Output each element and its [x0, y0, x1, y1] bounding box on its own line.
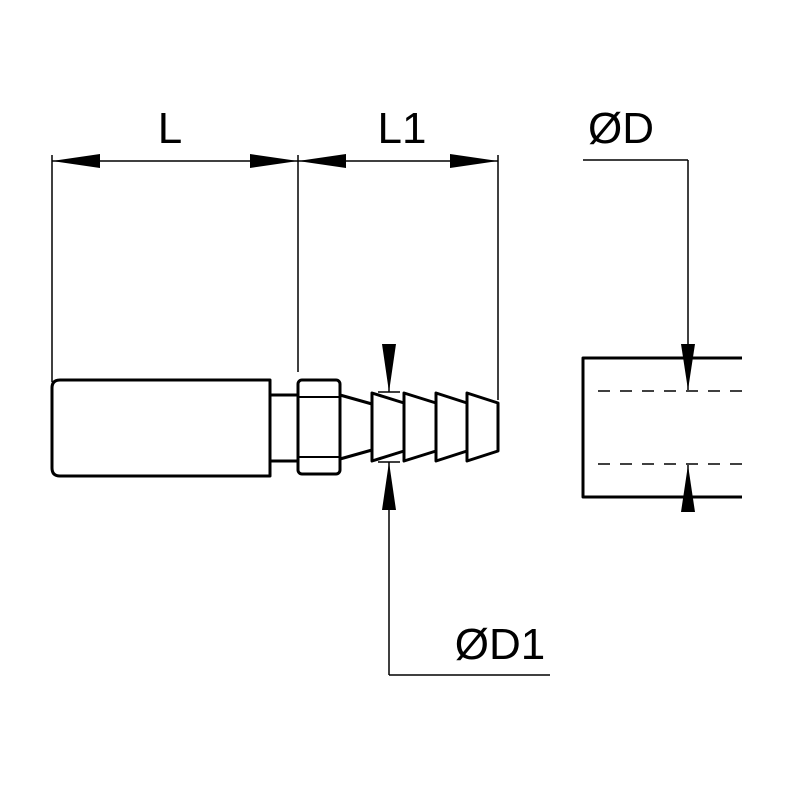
barb-3 — [434, 391, 469, 463]
fitting-body — [50, 378, 272, 478]
fitting-neck — [268, 393, 300, 463]
label-d: ØD — [588, 104, 654, 153]
fitting-cone — [338, 393, 374, 461]
barb-2 — [402, 391, 438, 463]
arrowhead-l-left — [52, 154, 100, 168]
hose-barb-fitting — [50, 378, 500, 478]
dimension-d: ØD — [583, 104, 695, 512]
arrowhead-l-right — [250, 154, 298, 168]
label-d1: ØD1 — [455, 620, 545, 669]
arrowhead-d-top — [681, 344, 695, 390]
label-l1: L1 — [378, 104, 427, 153]
barb-4 — [465, 391, 500, 463]
barb-1 — [370, 391, 406, 463]
arrowhead-d-bottom — [681, 465, 695, 512]
fitting-collar — [296, 378, 342, 476]
dimension-d1: ØD1 — [378, 344, 550, 676]
arrowhead-d1-top — [382, 344, 396, 392]
dimension-l1: L1 — [298, 104, 499, 400]
label-l: L — [158, 104, 182, 153]
arrowhead-l1-left — [298, 154, 346, 168]
hose-section — [581, 356, 742, 499]
arrowhead-l1-right — [450, 154, 498, 168]
arrowhead-d1-bottom — [382, 462, 396, 510]
dimension-l: L — [51, 104, 299, 382]
hose-outline — [581, 356, 742, 499]
